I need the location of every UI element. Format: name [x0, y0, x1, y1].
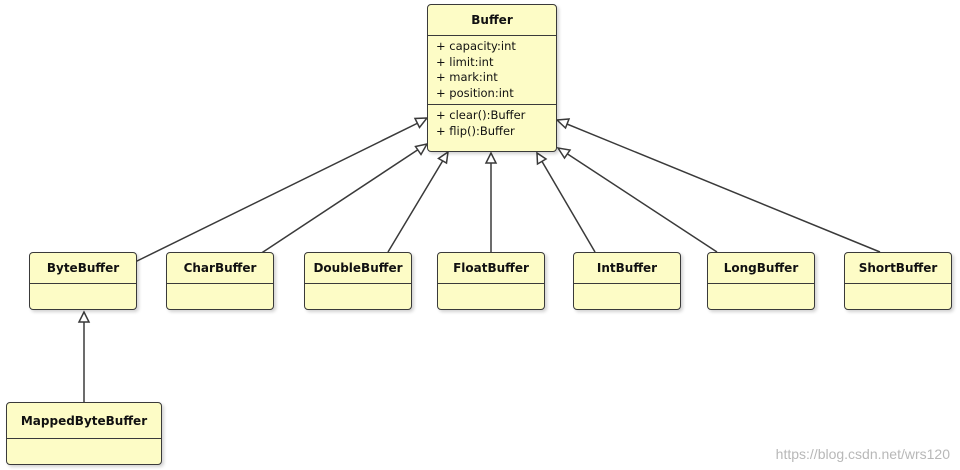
- attribute-list: + capacity:int + limit:int + mark:int + …: [428, 36, 556, 105]
- class-name: DoubleBuffer: [305, 253, 411, 284]
- intbuffer-class-box[interactable]: IntBuffer: [573, 252, 681, 310]
- arrowhead-floatbuffer: [484, 151, 498, 164]
- empty-section: [574, 284, 680, 309]
- empty-section: [438, 284, 544, 309]
- arrowhead-shortbuffer: [555, 118, 571, 130]
- doublebuffer-class-box[interactable]: DoubleBuffer: [304, 252, 412, 310]
- arrowhead-mappedbytebuffer: [77, 310, 91, 323]
- shortbuffer-class-box[interactable]: ShortBuffer: [844, 252, 952, 310]
- empty-section: [708, 284, 814, 309]
- buffer-class-box[interactable]: Buffer + capacity:int + limit:int + mark…: [427, 4, 557, 152]
- arrowhead-intbuffer: [536, 151, 548, 166]
- attribute: + capacity:int: [436, 39, 516, 53]
- method: + flip():Buffer: [436, 123, 515, 138]
- class-name: MappedByteBuffer: [7, 403, 161, 439]
- floatbuffer-class-box[interactable]: FloatBuffer: [437, 252, 545, 310]
- method-list: + clear():Buffer + flip():Buffer: [428, 105, 556, 142]
- attribute: + position:int: [436, 85, 514, 100]
- arrowhead-longbuffer: [556, 146, 572, 160]
- attribute: + mark:int: [436, 70, 498, 84]
- class-name: CharBuffer: [167, 253, 273, 284]
- watermark-text: https://blog.csdn.net/wrs120: [775, 446, 950, 462]
- empty-section: [845, 284, 951, 309]
- longbuffer-class-box[interactable]: LongBuffer: [707, 252, 815, 310]
- class-name: IntBuffer: [574, 253, 680, 284]
- method: + clear():Buffer: [436, 108, 526, 122]
- class-name: LongBuffer: [708, 253, 814, 284]
- bytebuffer-class-box[interactable]: ByteBuffer: [29, 252, 137, 310]
- charbuffer-class-box[interactable]: CharBuffer: [166, 252, 274, 310]
- class-name: ShortBuffer: [845, 253, 951, 284]
- mappedbytebuffer-class-box[interactable]: MappedByteBuffer: [6, 402, 162, 465]
- arrow-doublebuffer-to-buffer: [387, 156, 446, 253]
- empty-section: [167, 284, 273, 309]
- attribute: + limit:int: [436, 54, 494, 69]
- empty-section: [305, 284, 411, 309]
- arrow-intbuffer-to-buffer: [539, 157, 596, 253]
- arrowhead-bytebuffer: [413, 117, 429, 129]
- class-name: ByteBuffer: [30, 253, 136, 284]
- arrowhead-charbuffer: [414, 142, 429, 156]
- arrow-shortbuffer-to-buffer: [561, 121, 881, 253]
- class-name: Buffer: [428, 5, 556, 36]
- arrowhead-doublebuffer: [437, 150, 449, 165]
- arrow-bytebuffer-to-buffer: [134, 120, 423, 263]
- arrow-charbuffer-to-buffer: [259, 146, 423, 255]
- empty-section: [7, 439, 161, 464]
- class-name: FloatBuffer: [438, 253, 544, 284]
- empty-section: [30, 284, 136, 309]
- arrow-longbuffer-to-buffer: [562, 150, 718, 253]
